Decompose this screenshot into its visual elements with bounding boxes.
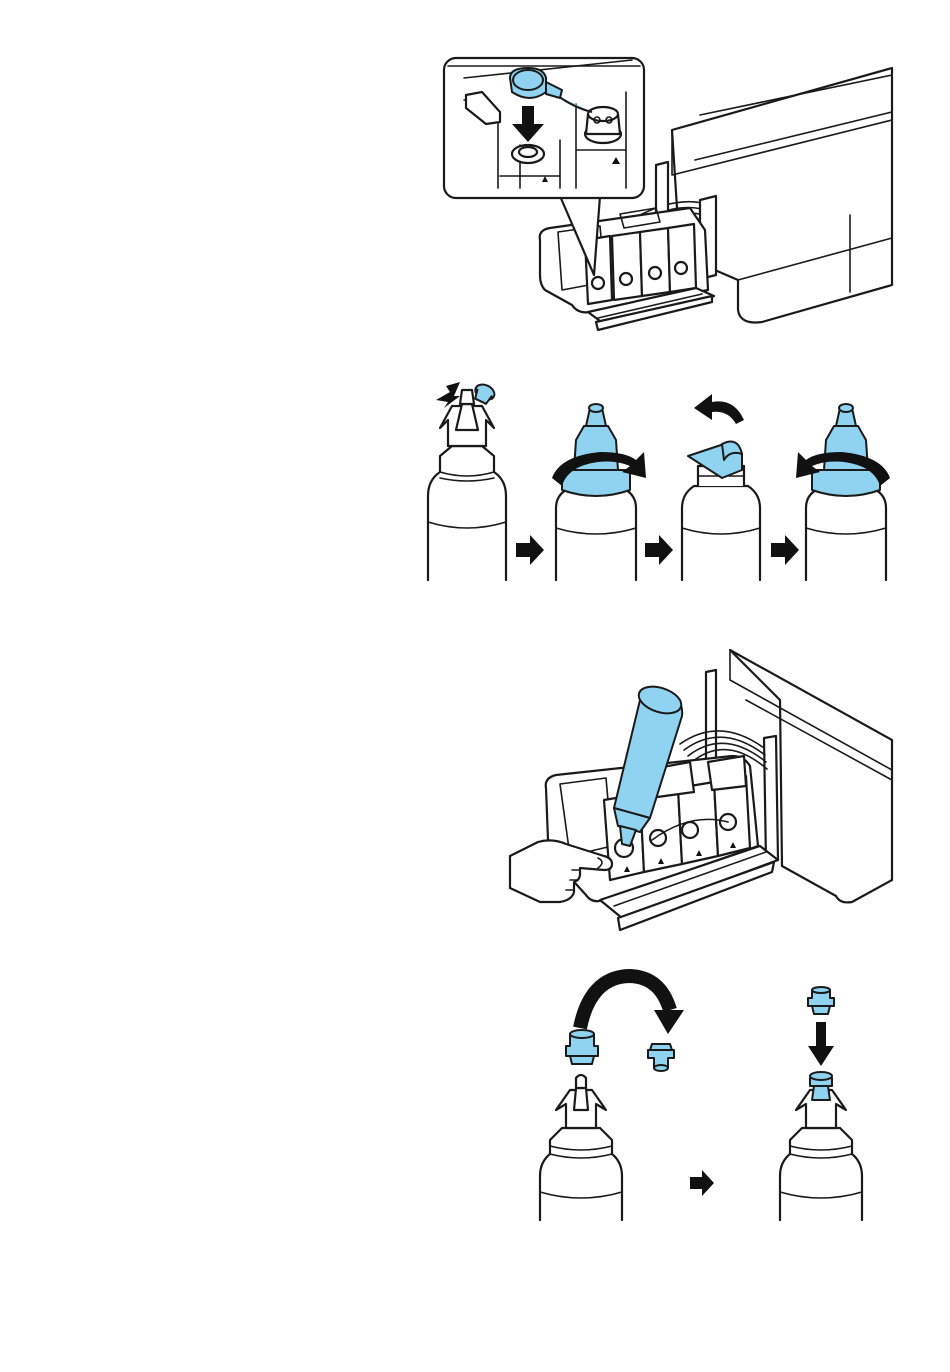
step-arrow-icon — [771, 535, 799, 565]
panel-prepare-ink-bottle — [428, 382, 890, 580]
ink-bottle-icon — [552, 404, 646, 580]
ink-bottle-cap-icon — [566, 1030, 598, 1064]
down-arrow-icon — [808, 1022, 834, 1066]
panel-fill-ink-tank — [510, 650, 892, 930]
ink-bottle-icon — [428, 382, 506, 580]
printer-ink-tank-icon — [546, 650, 892, 930]
ink-bottle-icon — [796, 404, 890, 580]
step-arrow-icon — [516, 535, 544, 565]
step-arrow-icon — [690, 1170, 714, 1196]
ink-bottle-icon — [682, 394, 760, 580]
flip-arrow-icon — [580, 976, 670, 1028]
ink-bottle-cap-icon — [808, 987, 834, 1014]
ink-bottle-cap-icon — [648, 1044, 674, 1071]
panel-reseal-ink-bottle — [540, 976, 862, 1220]
step-arrow-icon — [645, 535, 673, 565]
ink-bottle-icon — [540, 1075, 622, 1220]
ink-bottle-icon — [780, 1072, 862, 1220]
panel-open-tank-cap — [444, 58, 892, 330]
